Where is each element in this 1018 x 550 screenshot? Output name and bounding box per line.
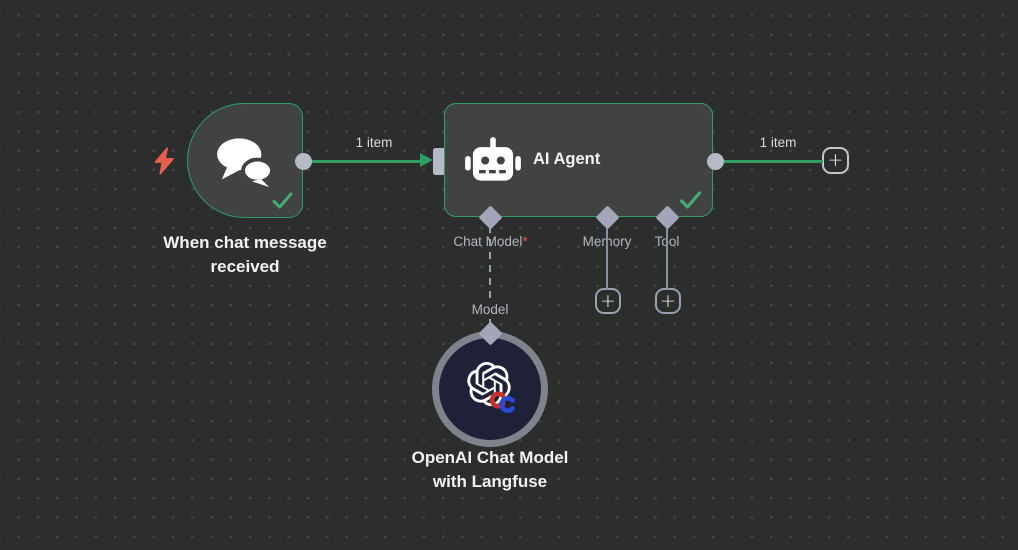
required-asterisk: * xyxy=(522,234,528,249)
robot-icon xyxy=(465,137,521,181)
connection-run-count: 1 item xyxy=(759,135,797,150)
trigger-output-handle[interactable] xyxy=(295,152,312,170)
agent-node-title: AI Agent xyxy=(533,150,601,168)
connection-model-to-agent xyxy=(488,226,492,333)
node-chat-trigger[interactable] xyxy=(187,103,303,218)
memory-port-stub-line xyxy=(605,226,609,290)
node-ai-agent[interactable]: AI Agent xyxy=(444,103,713,217)
model-output-port-label: Model xyxy=(458,301,522,319)
agent-input-handle[interactable] xyxy=(433,147,445,175)
success-check-icon xyxy=(679,191,702,209)
agent-output-handle[interactable] xyxy=(707,152,724,170)
add-tool-button[interactable]: + xyxy=(655,288,681,314)
add-memory-button[interactable]: + xyxy=(595,288,621,314)
agent-chat-model-port-label: Chat Model* xyxy=(453,234,528,249)
add-node-button[interactable]: + xyxy=(822,147,849,174)
lightning-bolt-icon xyxy=(154,147,174,175)
connection-arrow-icon xyxy=(420,153,433,167)
model-node-label: OpenAI Chat Model with Langfuse xyxy=(411,448,569,491)
success-check-icon xyxy=(272,192,293,209)
node-openai-chat-model[interactable] xyxy=(432,331,548,447)
connection-trigger-to-agent xyxy=(304,160,424,163)
trigger-node-label: When chat message received xyxy=(163,233,327,276)
langfuse-badge-icon xyxy=(489,391,515,413)
connection-agent-output xyxy=(716,160,823,163)
tool-port-stub-line xyxy=(665,226,669,290)
chat-bubbles-icon xyxy=(217,138,274,188)
connection-run-count: 1 item xyxy=(355,135,393,150)
